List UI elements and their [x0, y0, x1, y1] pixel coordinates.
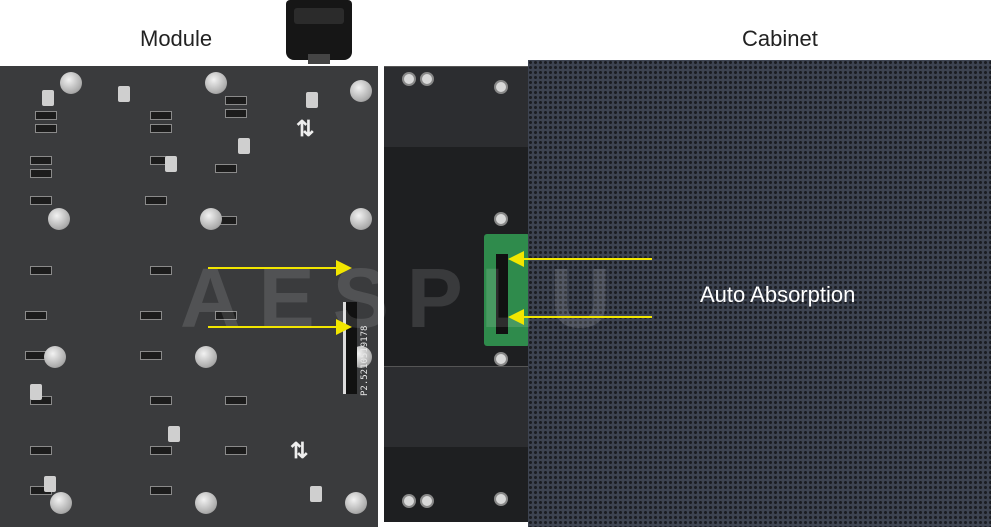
mounting-hole: [420, 72, 434, 86]
capacitor: [205, 72, 227, 94]
ic-chip: [145, 196, 167, 205]
ic-chip: [30, 196, 52, 205]
ic-chip: [150, 396, 172, 405]
board-connector: [496, 254, 508, 334]
capacitor: [60, 72, 82, 94]
ic-chip: [225, 109, 247, 118]
mounting-hole: [494, 352, 508, 366]
capacitor: [195, 492, 217, 514]
mounting-hole: [494, 212, 508, 226]
capacitor: [345, 492, 367, 514]
ic-chip: [215, 164, 237, 173]
direction-arrow-icon: ⇅: [290, 438, 309, 463]
cabinet-frame: [384, 66, 530, 522]
ic-chip: [25, 311, 47, 320]
ic-chip: [150, 446, 172, 455]
ic-chip: [30, 446, 52, 455]
electrolytic-capacitor: [306, 92, 318, 108]
ic-chip: [30, 156, 52, 165]
electrolytic-capacitor: [310, 486, 322, 502]
ic-chip: [140, 351, 162, 360]
ic-chip: [35, 111, 57, 120]
ic-chip: [30, 266, 52, 275]
led-panel: [528, 60, 991, 527]
module-pcb: ⇅ ⇅ P2.5210519178: [0, 66, 378, 527]
ic-chip: [30, 169, 52, 178]
capacitor: [350, 80, 372, 102]
ic-chip: [35, 124, 57, 133]
mounting-hole: [402, 494, 416, 508]
mounting-hole: [420, 494, 434, 508]
ic-chip: [225, 396, 247, 405]
electrolytic-capacitor: [42, 90, 54, 106]
ic-chip: [140, 311, 162, 320]
direction-arrow-icon: ⇅: [296, 116, 315, 141]
mounting-hole: [402, 72, 416, 86]
ic-chip: [225, 96, 247, 105]
mounting-hole: [494, 80, 508, 94]
power-connector-plug: [286, 0, 352, 64]
module-label: Module: [140, 26, 213, 51]
mounting-hole: [494, 492, 508, 506]
capacitor: [200, 208, 222, 230]
ic-chip: [225, 446, 247, 455]
capacitor: [195, 346, 217, 368]
cabinet-label: Cabinet: [742, 26, 818, 51]
electrolytic-capacitor: [238, 138, 250, 154]
ic-chip: [150, 266, 172, 275]
electrolytic-capacitor: [44, 476, 56, 492]
capacitor: [48, 208, 70, 230]
capacitor: [50, 492, 72, 514]
watermark-logo: AESPLU: [180, 251, 629, 345]
auto-absorption-label: Auto Absorption: [700, 282, 856, 307]
electrolytic-capacitor: [30, 384, 42, 400]
ic-chip: [215, 311, 237, 320]
ic-chip: [150, 124, 172, 133]
electrolytic-capacitor: [168, 426, 180, 442]
capacitor: [44, 346, 66, 368]
ic-chip: [150, 111, 172, 120]
electrolytic-capacitor: [165, 156, 177, 172]
ic-chip: [150, 486, 172, 495]
frame-rail: [384, 366, 530, 447]
electrolytic-capacitor: [118, 86, 130, 102]
capacitor: [350, 208, 372, 230]
